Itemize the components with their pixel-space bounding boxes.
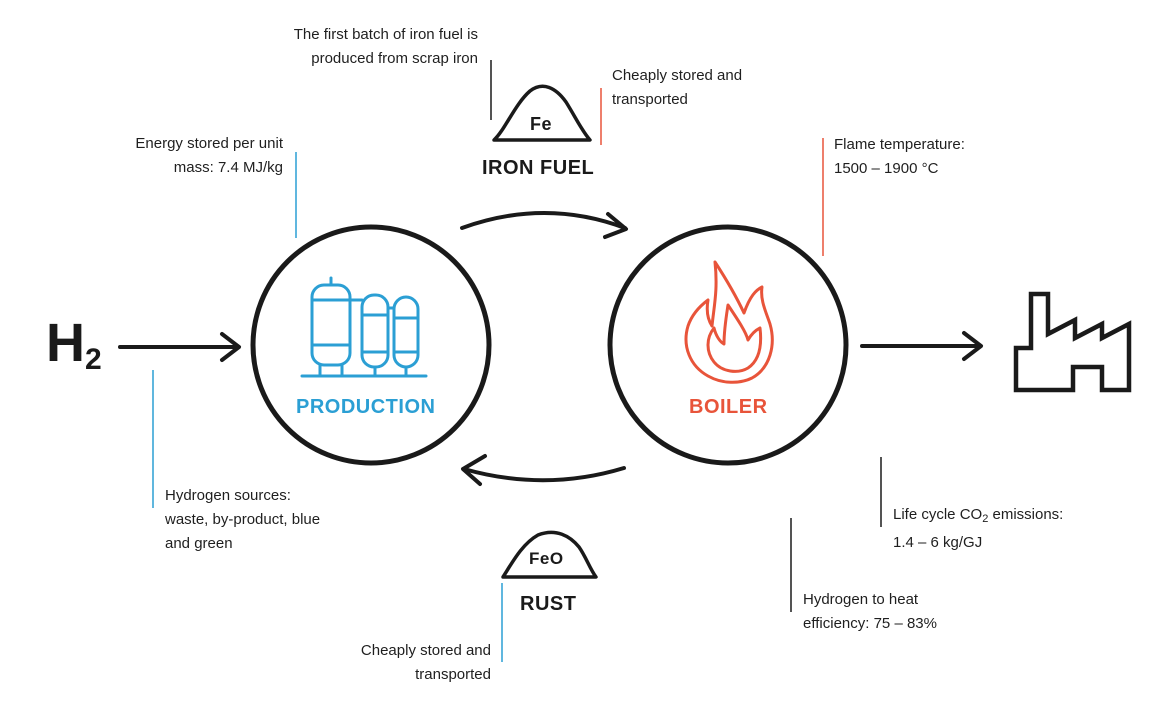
note-fe-storage-line-2: transported	[612, 91, 688, 108]
factory-tanks-icon	[300, 276, 428, 378]
factory-icon	[1013, 291, 1132, 393]
hydrogen-symbol: H	[46, 313, 85, 373]
note-flame-line-2: 1500 – 1900 °C	[834, 160, 939, 177]
arrow-to-boiler	[460, 211, 627, 230]
note-hydrogen-sources-line-3: and green	[165, 535, 233, 552]
note-fe-storage: Cheaply stored and transported	[612, 64, 742, 112]
rust-label: RUST	[520, 593, 577, 615]
iron-fuel-symbol: Fe	[530, 114, 553, 134]
note-energy-line-1: Energy stored per unit	[135, 135, 283, 152]
iron-fuel-pile-icon	[492, 84, 592, 142]
note-hydrogen-sources-line-2: waste, by-product, blue	[165, 511, 321, 528]
note-rust-storage-line-1: Cheaply stored and	[360, 642, 491, 659]
production-label: PRODUCTION	[296, 396, 436, 418]
production-circle	[250, 224, 492, 466]
note-lifecycle-subscript: 2	[982, 513, 989, 525]
arrow-to-production	[462, 466, 626, 483]
note-efficiency-line-2: efficiency: 75 – 83%	[803, 615, 937, 632]
note-lifecycle-prefix: Life cycle CO	[893, 506, 983, 523]
hydrogen-input-label: H2	[46, 312, 102, 377]
note-first-batch-line-1: The first batch of iron fuel is	[293, 26, 478, 43]
note-lifecycle-suffix: emissions:	[988, 506, 1064, 523]
note-efficiency-line-1: Hydrogen to heat	[803, 591, 919, 608]
note-efficiency: Hydrogen to heat efficiency: 75 – 83%	[803, 588, 937, 636]
note-rust-storage: Cheaply stored and transported	[361, 639, 491, 687]
note-rust-storage-line-2: transported	[415, 666, 491, 683]
note-flame-line-1: Flame temperature:	[834, 136, 965, 153]
note-lifecycle-line-1: Life cycle CO2 emissions:	[893, 503, 1063, 531]
note-fe-storage-line-1: Cheaply stored and	[612, 67, 743, 84]
arrow-h2-input-head	[220, 332, 241, 362]
note-lifecycle: Life cycle CO2 emissions: 1.4 – 6 kg/GJ	[893, 503, 1063, 555]
note-hydrogen-sources: Hydrogen sources: waste, by-product, blu…	[165, 484, 320, 556]
note-hydrogen-sources-line-1: Hydrogen sources:	[165, 487, 291, 504]
arrow-output-head	[962, 331, 983, 361]
note-flame: Flame temperature: 1500 – 1900 °C	[834, 133, 965, 181]
rust-pile-icon	[501, 530, 598, 579]
boiler-circle	[607, 224, 849, 466]
arrow-to-production-head	[461, 454, 487, 486]
note-energy-line-2: mass: 7.4 MJ/kg	[173, 159, 283, 176]
flame-icon	[684, 260, 774, 384]
note-energy: Energy stored per unit mass: 7.4 MJ/kg	[135, 132, 283, 180]
note-first-batch-line-2: produced from scrap iron	[311, 50, 478, 67]
hydrogen-subscript: 2	[85, 343, 102, 376]
boiler-label: BOILER	[689, 396, 768, 418]
note-lifecycle-line-2: 1.4 – 6 kg/GJ	[893, 534, 983, 551]
rust-symbol: FeO	[529, 549, 564, 568]
note-first-batch: The first batch of iron fuel is produced…	[294, 23, 478, 71]
iron-fuel-label: IRON FUEL	[482, 157, 595, 179]
arrow-to-boiler-head	[603, 212, 628, 239]
